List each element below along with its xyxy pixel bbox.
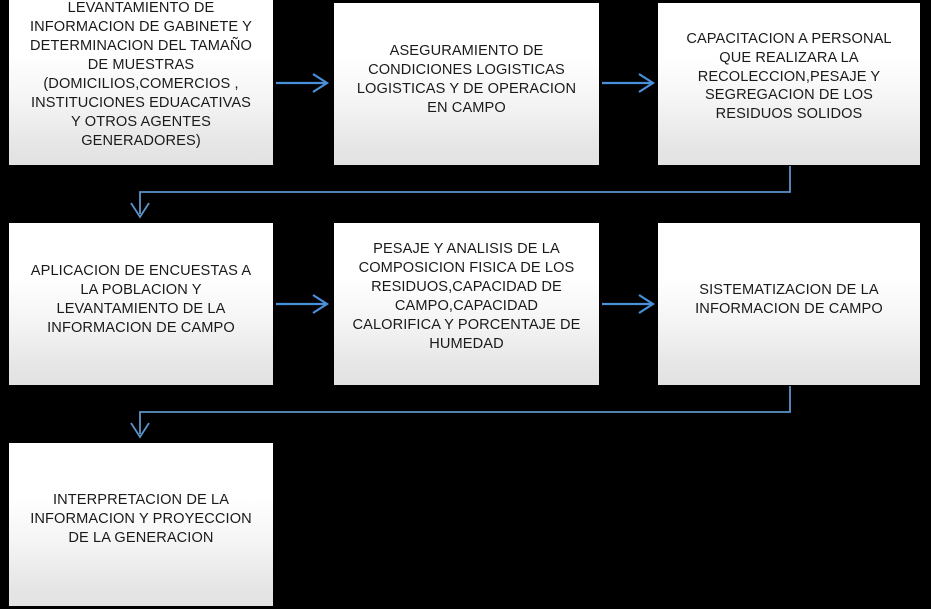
- node-label: APLICACION DE ENCUESTAS A LA POBLACION Y…: [30, 263, 252, 336]
- connector-n3-to-n4: [130, 166, 791, 219]
- process-node-pesaje-analisis-composicion[interactable]: PESAJE Y ANALISIS DE LA COMPOSICION FISI…: [334, 223, 599, 385]
- process-node-aseguramiento-condiciones-logisticas[interactable]: ASEGURAMIENTO DE CONDICIONES LOGISTICAS …: [334, 3, 599, 165]
- node-label: PESAJE Y ANALISIS DE LA COMPOSICION FISI…: [352, 241, 581, 352]
- node-label: ASEGURAMIENTO DE CONDICIONES LOGISTICAS …: [356, 43, 577, 116]
- node-label: SISTEMATIZACION DE LA INFORMACION DE CAM…: [695, 282, 883, 317]
- process-node-sistematizacion-informacion[interactable]: SISTEMATIZACION DE LA INFORMACION DE CAM…: [658, 223, 920, 385]
- node-label: INTERPRETACION DE LA INFORMACION Y PROYE…: [30, 492, 252, 546]
- process-node-capacitacion-personal[interactable]: CAPACITACION A PERSONAL QUE REALIZARA LA…: [658, 3, 920, 165]
- connector-n6-to-n7: [130, 386, 791, 439]
- process-node-levantamiento-informacion-gabinete[interactable]: LEVANTAMIENTO DE INFORMACION DE GABINETE…: [9, 0, 273, 165]
- process-node-aplicacion-encuestas[interactable]: APLICACION DE ENCUESTAS A LA POBLACION Y…: [9, 223, 273, 385]
- connector-n2-to-n3: [602, 73, 656, 93]
- connector-n1-to-n2: [276, 73, 330, 93]
- node-label: CAPACITACION A PERSONAL QUE REALIZARA LA…: [686, 30, 892, 123]
- connector-n5-to-n6: [602, 294, 656, 314]
- node-label: LEVANTAMIENTO DE INFORMACION DE GABINETE…: [30, 0, 252, 149]
- process-node-interpretacion-informacion[interactable]: INTERPRETACION DE LA INFORMACION Y PROYE…: [9, 443, 273, 606]
- connector-n4-to-n5: [276, 294, 330, 314]
